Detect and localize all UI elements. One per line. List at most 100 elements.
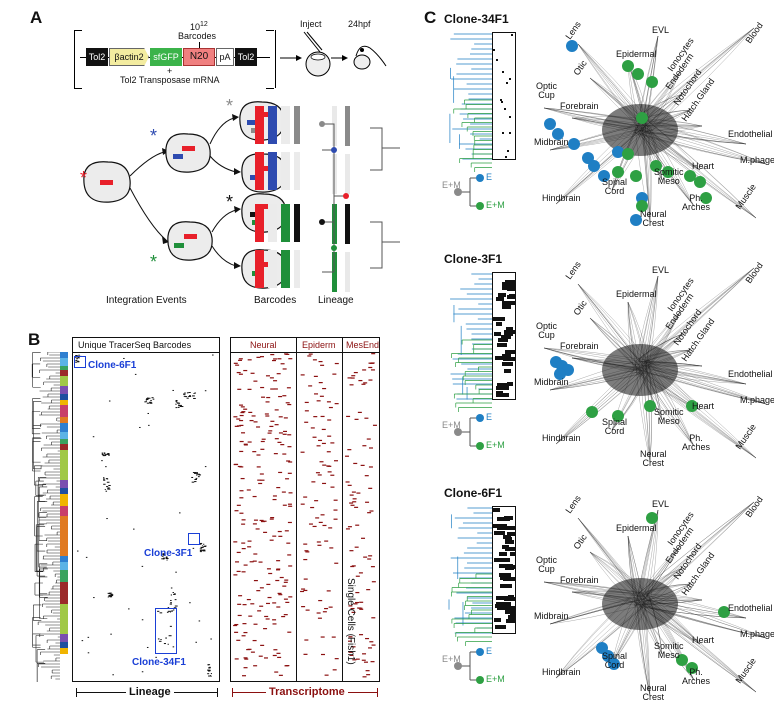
barcode-detection-mark xyxy=(176,401,178,403)
umap-label-somitic-meso: Somitic Meso xyxy=(654,407,684,427)
barcode-detection-mark xyxy=(195,474,198,476)
barcode-detection-mark xyxy=(175,571,177,573)
expression-tick xyxy=(288,358,293,360)
barcode-detection-mark xyxy=(110,593,113,595)
matrix-mark xyxy=(503,107,506,110)
legend-em-label: E+M xyxy=(486,440,505,450)
expression-tick xyxy=(258,561,263,563)
expression-tick xyxy=(352,498,357,500)
expression-tick xyxy=(240,406,245,408)
barcode-detection-mark xyxy=(101,453,104,455)
matrix-mark xyxy=(507,356,515,361)
cell-dot-e xyxy=(598,170,610,182)
legend-green-node xyxy=(476,202,484,210)
expression-tick xyxy=(252,495,257,498)
barcode-detection-mark xyxy=(110,594,114,596)
expression-tick xyxy=(269,425,274,428)
expression-tick xyxy=(252,451,257,453)
matrix-mark xyxy=(507,295,515,300)
barcode-detection-mark xyxy=(189,602,191,604)
expression-tick xyxy=(317,617,322,619)
expression-tick xyxy=(359,608,364,610)
umap-label-ph-arches: Ph. Arches xyxy=(682,433,711,453)
barcode-detection-mark xyxy=(106,486,109,488)
expression-tick xyxy=(270,388,275,390)
expression-tick xyxy=(260,644,265,646)
barcode-detection-mark xyxy=(203,545,207,547)
expression-tick xyxy=(322,524,327,527)
expression-tick xyxy=(278,594,283,596)
construct-mrna: Tol2 Transposase mRNA xyxy=(120,75,220,85)
clone-tree xyxy=(450,273,492,412)
expression-tick xyxy=(272,619,277,621)
barcode-detection-mark xyxy=(141,619,144,621)
cluster-color-segment xyxy=(60,444,68,450)
legend-root-label: E+M xyxy=(442,654,461,664)
barcode-detection-mark xyxy=(159,612,163,614)
expression-tick xyxy=(314,500,319,502)
umap-label-evl: EVL xyxy=(652,25,670,35)
clone-title: Clone-34F1 xyxy=(444,12,509,26)
barcode-detection-mark xyxy=(107,488,111,490)
barcode-detection-mark xyxy=(195,477,198,479)
expression-tick xyxy=(318,360,323,363)
node-blue xyxy=(331,147,337,153)
expression-tick xyxy=(237,465,242,468)
expression-tick xyxy=(256,356,261,358)
umap-label-heart: Heart xyxy=(692,401,715,411)
expression-tick xyxy=(369,362,374,364)
expression-tick xyxy=(321,428,326,431)
expression-tick xyxy=(363,382,368,384)
barcode-detection-mark xyxy=(165,557,168,559)
expression-tick xyxy=(252,639,257,642)
expression-tick xyxy=(355,601,360,604)
barcode-detection-mark xyxy=(199,550,202,552)
umap-graph xyxy=(543,267,767,463)
expression-tick xyxy=(357,607,362,609)
matrix-mark xyxy=(498,573,511,578)
expression-tick xyxy=(236,570,241,573)
expression-tick xyxy=(279,576,284,579)
construct-bracket-top xyxy=(74,30,82,31)
expression-tick xyxy=(324,607,329,610)
legend-gray-node xyxy=(454,188,462,196)
expression-tick xyxy=(365,670,370,672)
expression-tick xyxy=(265,375,270,377)
expression-tick xyxy=(361,659,366,661)
expression-tick xyxy=(300,590,305,593)
expression-tick xyxy=(277,358,282,360)
expression-tick xyxy=(345,455,350,457)
expression-tick xyxy=(249,419,254,422)
barcode-detection-mark xyxy=(158,640,162,642)
barcode-detection-mark xyxy=(108,595,111,597)
cell-dot-e xyxy=(568,138,580,150)
barcode-detection-mark xyxy=(169,625,172,627)
expression-tick xyxy=(260,520,265,523)
expression-tick xyxy=(347,526,352,528)
lineage-tree-svg xyxy=(319,121,349,273)
matrix-mark xyxy=(504,547,515,552)
lineage-legend xyxy=(454,174,484,210)
clone-34f1-box xyxy=(155,608,177,654)
clone-tree xyxy=(449,33,492,172)
expression-tick xyxy=(276,652,281,654)
barcode-row-1 xyxy=(255,106,315,144)
cluster-color-segment xyxy=(60,432,68,439)
expression-tick xyxy=(236,425,241,427)
matrix-mark xyxy=(496,526,504,531)
cell-dot-em xyxy=(636,200,648,212)
barcode-detection-mark xyxy=(77,357,80,359)
expression-tick xyxy=(272,623,277,625)
matrix-mark xyxy=(510,551,515,556)
expression-tick xyxy=(241,523,246,525)
cell-dot-e xyxy=(612,146,624,158)
expression-tick xyxy=(277,656,282,659)
expression-tick xyxy=(263,657,268,659)
barcode-detection-mark xyxy=(163,557,166,559)
expression-tick xyxy=(234,623,239,626)
matrix-mark xyxy=(499,583,512,588)
cluster-color-segment xyxy=(60,562,68,570)
barcode-detection-mark xyxy=(212,354,214,356)
expression-tick xyxy=(239,404,244,406)
panel-label-a: A xyxy=(30,8,43,27)
